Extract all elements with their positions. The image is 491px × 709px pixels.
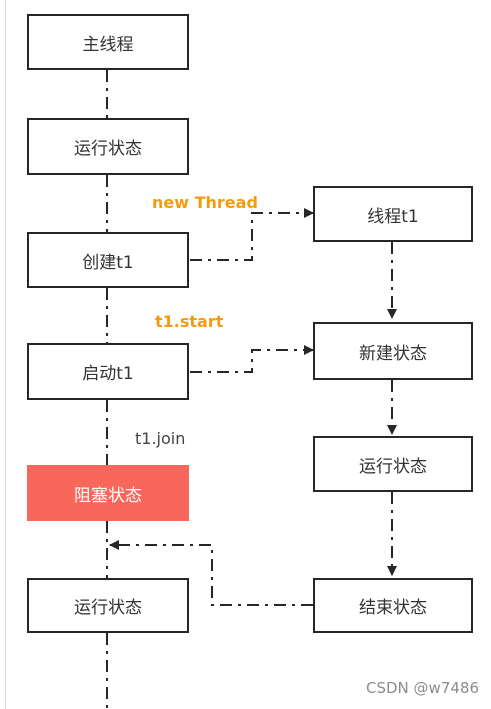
node-thread-t1: 线程t1 — [313, 186, 473, 242]
watermark: CSDN @w7486 — [366, 679, 479, 697]
node-new-state-label: 新建状态 — [359, 343, 427, 364]
node-thread-running-label: 运行状态 — [359, 456, 427, 477]
node-blocked-label: 阻塞状态 — [74, 485, 142, 506]
node-create-t1: 创建t1 — [27, 232, 189, 288]
node-end-state-label: 结束状态 — [359, 598, 427, 618]
node-running-1-label: 运行状态 — [74, 139, 142, 159]
node-main-thread: 主线程 — [27, 14, 189, 70]
arrow-create-to-t1 — [190, 208, 314, 261]
label-t1-start: t1.start — [155, 312, 224, 331]
node-running-2: 运行状态 — [27, 578, 189, 633]
node-create-t1-label: 创建t1 — [82, 252, 134, 273]
node-start-t1-label: 启动t1 — [82, 364, 134, 384]
label-t1-join: t1.join — [135, 429, 186, 448]
node-thread-running: 运行状态 — [313, 436, 473, 492]
node-end-state: 结束状态 — [313, 578, 473, 633]
label-new-thread: new Thread — [152, 193, 258, 212]
node-running-2-label: 运行状态 — [74, 598, 142, 618]
frame-edge-line — [5, 0, 6, 709]
node-blocked: 阻塞状态 — [27, 465, 189, 521]
node-main-thread-label: 主线程 — [82, 34, 134, 55]
node-start-t1: 启动t1 — [27, 343, 189, 400]
arrow-start-to-new — [190, 345, 314, 373]
node-new-state: 新建状态 — [313, 322, 473, 380]
node-thread-t1-label: 线程t1 — [367, 206, 419, 227]
node-running-1: 运行状态 — [27, 118, 189, 175]
